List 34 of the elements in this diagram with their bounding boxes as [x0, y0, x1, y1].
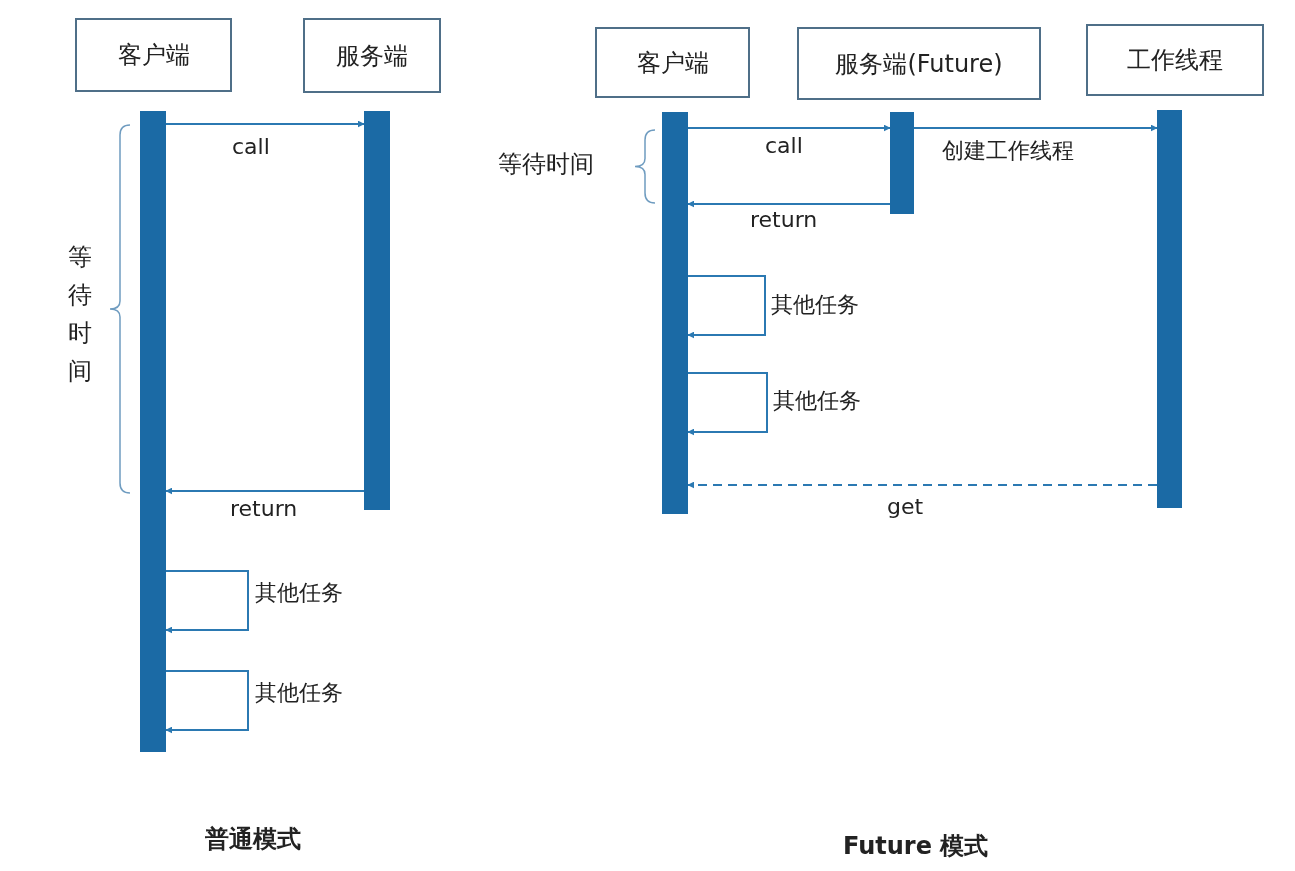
edge-label: call: [765, 133, 803, 158]
edge-label: return: [230, 496, 298, 521]
edge-label: call: [232, 134, 270, 159]
activation-bar: [662, 112, 688, 514]
arrow: [165, 670, 249, 734]
edge-label: 其他任务: [255, 679, 343, 707]
note-text: 等待时间: [498, 149, 594, 180]
arrow: [687, 372, 768, 436]
lifeline-header: 服务端: [303, 18, 441, 93]
note-text: 等待时间: [68, 242, 93, 387]
lifeline-header: 工作线程: [1086, 24, 1264, 96]
arrow: [687, 124, 891, 132]
edge-label: 其他任务: [255, 579, 343, 607]
edge-label: return: [750, 207, 818, 232]
edge-label: 其他任务: [771, 291, 859, 319]
edge-label: 创建工作线程: [942, 137, 1074, 165]
arrow: [913, 124, 1158, 132]
edge-label: get: [887, 494, 924, 519]
activation-bar: [140, 111, 166, 752]
arrow: [687, 481, 1158, 489]
arrow: [165, 487, 365, 495]
activation-bar: [364, 111, 390, 510]
arrow: [687, 200, 891, 208]
edge-label: 其他任务: [773, 387, 861, 415]
arrow: [165, 120, 365, 128]
lifeline-header: 客户端: [75, 18, 232, 92]
activation-bar: [890, 112, 914, 214]
lifeline-header: 服务端(Future): [797, 27, 1041, 100]
caption: 普通模式: [205, 824, 301, 855]
activation-bar: [1157, 110, 1182, 508]
arrow: [687, 275, 766, 339]
caption: Future 模式: [843, 831, 989, 862]
lifeline-header: 客户端: [595, 27, 750, 98]
arrow: [165, 570, 249, 634]
